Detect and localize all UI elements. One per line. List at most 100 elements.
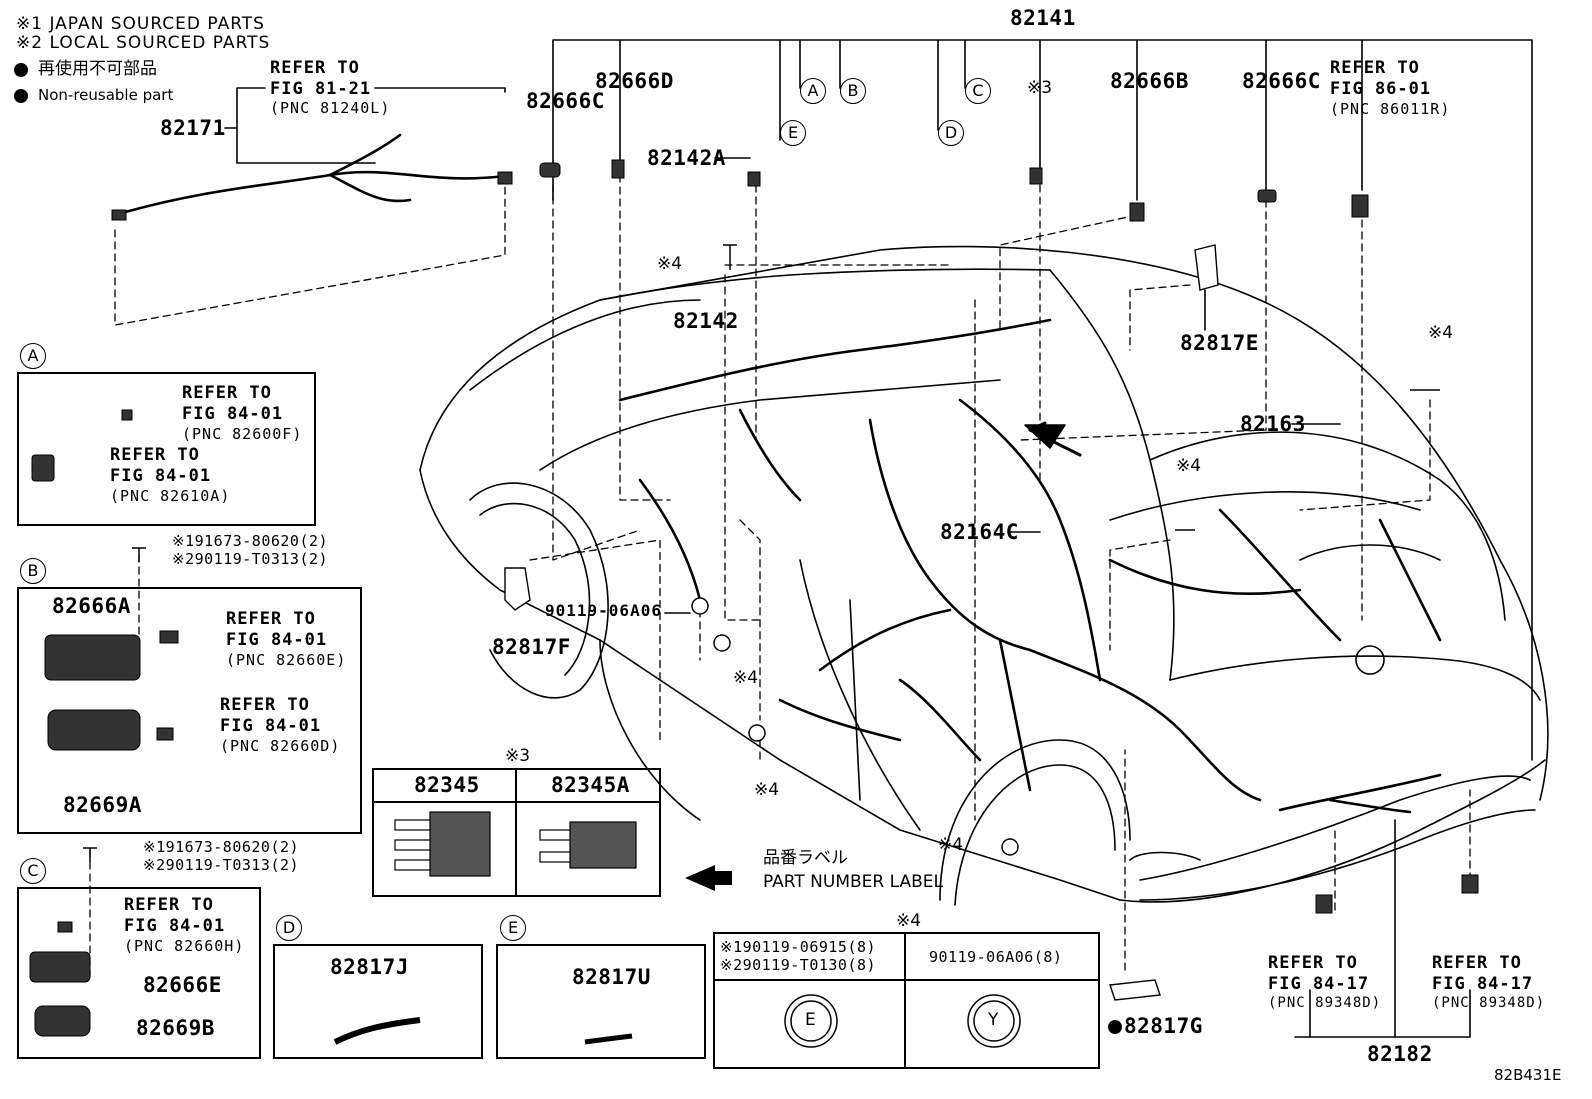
mark-4: ※4 (938, 835, 964, 855)
part-82666c-right: 82666C (1242, 69, 1321, 93)
box-a-callout: A (20, 343, 46, 369)
box-b-pnc2: (PNC 82660D) (220, 737, 341, 755)
ref-86-3: (PNC 86011R) (1330, 100, 1451, 118)
ref-8917b-3: (PNC 89348D) (1432, 995, 1546, 1011)
box-c-part2: 82669B (136, 1016, 215, 1040)
detail-box-e (496, 944, 706, 1059)
box-c-callout: C (20, 858, 46, 884)
mark-4: ※4 (754, 780, 780, 800)
box-c-ref1: REFER TO (124, 895, 214, 915)
harness-wires (113, 133, 1442, 814)
solid-leaders (224, 87, 1471, 1038)
ref-86-1: REFER TO (1330, 58, 1420, 78)
table-divider (713, 979, 1098, 981)
legend-japan-sourced: ※1 JAPAN SOURCED PARTS (16, 14, 265, 34)
connector-icon (111, 209, 127, 221)
part-82817g: 82817G (1124, 1014, 1203, 1038)
table-divider (372, 801, 659, 803)
car-body-outline (419, 245, 1549, 906)
ref-8917b-2: FIG 84-17 (1432, 974, 1534, 994)
part-82182: 82182 (1367, 1042, 1433, 1066)
part-82817e: 82817E (1180, 331, 1259, 355)
mark-4: ※4 (733, 668, 759, 688)
box-e-part1: 82817U (572, 965, 651, 989)
callout-c: C (965, 78, 991, 104)
part-82171: 82171 (160, 116, 226, 140)
box-e-callout: E (500, 915, 526, 941)
part-label-note-jp: 品番ラベル (763, 848, 848, 868)
fuse-col2: 82345A (551, 773, 630, 797)
box-d-callout: D (276, 915, 302, 941)
box-c-bolt1: ※191673-80620(2) (143, 838, 300, 856)
box-b-ref2: REFER TO (220, 695, 310, 715)
part-82817f: 82817F (492, 635, 571, 659)
ref-82171-3: (PNC 81240L) (270, 99, 391, 117)
bolt-symbol-y-icon: Y (988, 1010, 999, 1030)
detail-box-b (17, 587, 362, 834)
detail-box-c (17, 887, 261, 1059)
part-82164c: 82164C (940, 520, 1019, 544)
box-b-ref1: REFER TO (226, 609, 316, 629)
box-a-pnc2: (PNC 82610A) (110, 487, 231, 505)
box-b-part2: 82669A (63, 793, 142, 817)
fuse-table-mark: ※3 (505, 746, 531, 766)
legend-local-sourced: ※2 LOCAL SOURCED PARTS (16, 33, 271, 53)
bolt-table-mark: ※4 (896, 911, 922, 931)
legend-nonreusable-jp: 再使用不可部品 (38, 59, 157, 79)
bullet-icon (14, 63, 28, 77)
part-82142: 82142 (673, 309, 739, 333)
nonreusable-bullet-icon (1108, 1020, 1122, 1034)
box-a-fig1: FIG 84-01 (182, 404, 284, 424)
box-b-fig2: FIG 84-01 (220, 716, 322, 736)
part-82142a: 82142A (647, 146, 726, 170)
bolt-col1-b: ※290119-T0130(8) (720, 956, 877, 974)
box-b-callout: B (20, 558, 46, 584)
bolt-symbol-e-icon: E (805, 1010, 816, 1030)
dashed-leaders (89, 174, 1471, 981)
ref-86-2: FIG 86-01 (1330, 79, 1432, 99)
box-a-fig2: FIG 84-01 (110, 466, 212, 486)
ref-82171-1: REFER TO (270, 58, 360, 78)
part-90119-06a06: 90119-06A06 (545, 601, 662, 620)
mark-4: ※4 (1176, 456, 1202, 476)
box-b-part1: 82666A (52, 594, 131, 618)
bullet-icon (14, 89, 28, 103)
figure-code: 82B431E (1494, 1066, 1562, 1084)
fuse-col1: 82345 (414, 773, 480, 797)
box-c-bolt2: ※290119-T0313(2) (143, 856, 300, 874)
detail-box-d (273, 944, 483, 1059)
table-divider (515, 768, 517, 895)
callout-b: B (840, 78, 866, 104)
part-82666b: 82666B (1110, 69, 1189, 93)
box-a-ref2: REFER TO (110, 445, 200, 465)
part-82141: 82141 (1010, 6, 1076, 30)
callout-d: D (938, 120, 964, 146)
box-b-fig1: FIG 84-01 (226, 630, 328, 650)
ref-8917a-1: REFER TO (1268, 953, 1358, 973)
bolt-col2: 90119-06A06(8) (929, 948, 1063, 966)
bolt-table (713, 932, 1100, 1069)
table-divider (904, 932, 906, 1067)
mark-4: ※4 (1428, 323, 1454, 343)
part-82666d: 82666D (595, 69, 674, 93)
box-d-part1: 82817J (330, 955, 409, 979)
mark-4: ※4 (657, 254, 683, 274)
part-82666c-left: 82666C (526, 89, 605, 113)
callout-e: E (780, 120, 806, 146)
ref-82171-2: FIG 81-21 (270, 79, 372, 99)
box-a-pnc1: (PNC 82600F) (182, 425, 303, 443)
leader-82141 (552, 39, 1533, 761)
ref-8917a-2: FIG 84-17 (1268, 974, 1370, 994)
box-b-bolt1: ※191673-80620(2) (172, 532, 329, 550)
part-label-note-en: PART NUMBER LABEL (763, 872, 943, 892)
bolt-col1-a: ※190119-06915(8) (720, 938, 877, 956)
box-b-bolt2: ※290119-T0313(2) (172, 550, 329, 568)
callout-a: A (800, 78, 826, 104)
legend-nonreusable-en: Non-reusable part (38, 86, 174, 104)
box-b-pnc1: (PNC 82660E) (226, 651, 347, 669)
ref-8917a-3: (PNC 89348D) (1268, 995, 1382, 1011)
box-c-pnc1: (PNC 82660H) (124, 937, 245, 955)
detail-box-a (17, 372, 316, 526)
box-c-part1: 82666E (143, 973, 222, 997)
